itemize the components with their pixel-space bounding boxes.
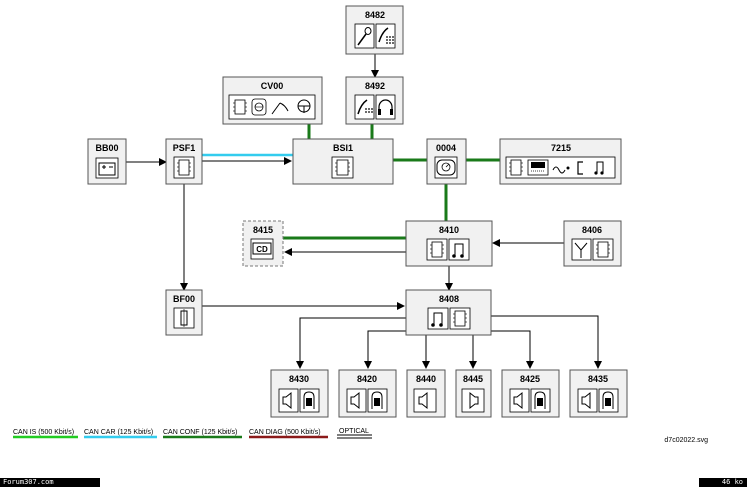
battery-icon <box>95 157 119 179</box>
node-8415[interactable]: 8415 CD <box>242 220 284 267</box>
link-8408-8425 <box>491 330 534 369</box>
instrument-cluster-icon <box>434 156 458 179</box>
car-seat-icon <box>299 388 320 413</box>
node-8420-label: 8420 <box>357 374 377 384</box>
node-cv00-label: CV00 <box>261 81 284 91</box>
speaker-icon <box>509 388 530 413</box>
node-cv00[interactable]: CV00 <box>222 76 323 125</box>
node-8420[interactable]: 8420 <box>338 369 397 418</box>
cd-player-icon: CD <box>250 238 274 260</box>
node-8492[interactable]: 8492 <box>345 76 404 125</box>
file-name-label: d7c02022.svg <box>664 437 708 444</box>
wiring-diagram: 8482 8492 <box>13 5 708 444</box>
node-8410-label: 8410 <box>439 225 459 235</box>
node-8445-label: 8445 <box>463 374 483 384</box>
node-bf00[interactable]: BF00 <box>165 289 203 336</box>
legend-item-optical: OPTICAL <box>337 428 372 439</box>
node-bb00-label: BB00 <box>95 143 118 153</box>
node-7215[interactable]: 7215 <box>499 138 622 185</box>
music-note-icon <box>427 307 449 330</box>
node-bf00-label: BF00 <box>173 294 195 304</box>
speaker-icon <box>577 388 598 413</box>
ecu-chip-icon <box>331 156 354 179</box>
signal-wave-icon <box>552 166 570 174</box>
node-bsi1[interactable]: BSI1 <box>292 138 394 185</box>
footer-site-label: Forum307.com <box>0 478 100 487</box>
link-8408-8435 <box>491 315 602 369</box>
node-8435[interactable]: 8435 <box>569 369 628 418</box>
ecu-chip-icon <box>509 159 523 176</box>
legend-label: CAN CONF (125 Kbit/s) <box>163 429 237 436</box>
node-8430[interactable]: 8430 <box>270 369 329 418</box>
node-bsi1-label: BSI1 <box>333 143 353 153</box>
fuse-icon <box>173 307 195 329</box>
microphone-icon <box>354 23 375 49</box>
legend-item-can-diag: CAN DIAG (500 Kbit/s) <box>249 429 328 439</box>
keypad-phone-icon <box>375 23 396 49</box>
legend-label: OPTICAL <box>339 428 369 435</box>
car-seat-icon <box>598 388 619 413</box>
ecu-chip-icon <box>233 99 247 115</box>
node-8406[interactable]: 8406 <box>563 220 622 267</box>
legend-item-can-car: CAN CAR (125 Kbit/s) <box>84 429 157 439</box>
node-8425-label: 8425 <box>520 374 540 384</box>
legend: CAN IS (500 Kbit/s) CAN CAR (125 Kbit/s)… <box>13 428 372 439</box>
link-8408-8430 <box>296 317 406 369</box>
cv00-icon-strip <box>228 94 316 120</box>
speaker-icon <box>346 388 367 413</box>
node-7215-label: 7215 <box>551 143 571 153</box>
headset-icon <box>375 94 396 120</box>
node-8440[interactable]: 8440 <box>406 369 446 418</box>
link-8408-8420 <box>364 330 406 369</box>
legend-label: CAN CAR (125 Kbit/s) <box>84 429 153 436</box>
legend-item-can-conf: CAN CONF (125 Kbit/s) <box>163 429 242 439</box>
music-note-icon <box>448 238 470 261</box>
node-psf1[interactable]: PSF1 <box>165 138 203 185</box>
antenna-icon <box>571 238 592 261</box>
connections <box>126 54 602 369</box>
speaker-icon <box>278 388 299 413</box>
node-8408[interactable]: 8408 <box>405 289 492 336</box>
node-8482-label: 8482 <box>365 10 385 20</box>
node-8492-label: 8492 <box>365 81 385 91</box>
bracket-icon <box>577 161 583 175</box>
node-8445[interactable]: 8445 <box>455 369 492 418</box>
phone-keypad-icon <box>354 94 375 120</box>
node-8430-label: 8430 <box>289 374 309 384</box>
car-seat-icon <box>367 388 388 413</box>
legend-item-can-is: CAN IS (500 Kbit/s) <box>13 429 78 439</box>
speaker-icon <box>461 388 485 413</box>
node-8435-label: 8435 <box>588 374 608 384</box>
legend-label: CAN DIAG (500 Kbit/s) <box>249 429 321 436</box>
node-8482[interactable]: 8482 <box>345 5 404 55</box>
steering-wheel-icon <box>297 99 311 113</box>
music-note-icon <box>594 161 604 175</box>
switch-panel-icon <box>251 98 267 116</box>
ecu-chip-icon <box>173 156 195 179</box>
node-8440-label: 8440 <box>416 374 436 384</box>
node-8415-label: 8415 <box>253 225 273 235</box>
ecu-chip-icon <box>449 307 471 330</box>
node-8425[interactable]: 8425 <box>501 369 560 418</box>
node-8408-label: 8408 <box>439 294 459 304</box>
car-seat-icon <box>530 388 551 413</box>
speaker-icon <box>413 388 437 413</box>
7215-icon-strip <box>505 156 616 179</box>
node-8406-label: 8406 <box>582 225 602 235</box>
svg-text:CD: CD <box>256 245 268 254</box>
footer-size-label: 46 ko <box>699 478 747 487</box>
display-screen-icon <box>527 159 549 176</box>
node-bb00[interactable]: BB00 <box>87 138 127 185</box>
legend-label: CAN IS (500 Kbit/s) <box>13 429 74 436</box>
node-0004-label: 0004 <box>436 143 456 153</box>
node-8410[interactable]: 8410 <box>405 220 493 267</box>
ecu-chip-icon <box>426 238 448 261</box>
node-psf1-label: PSF1 <box>173 143 196 153</box>
node-0004[interactable]: 0004 <box>426 138 467 185</box>
ecu-chip-icon <box>592 238 614 261</box>
wiper-icon <box>271 102 289 115</box>
